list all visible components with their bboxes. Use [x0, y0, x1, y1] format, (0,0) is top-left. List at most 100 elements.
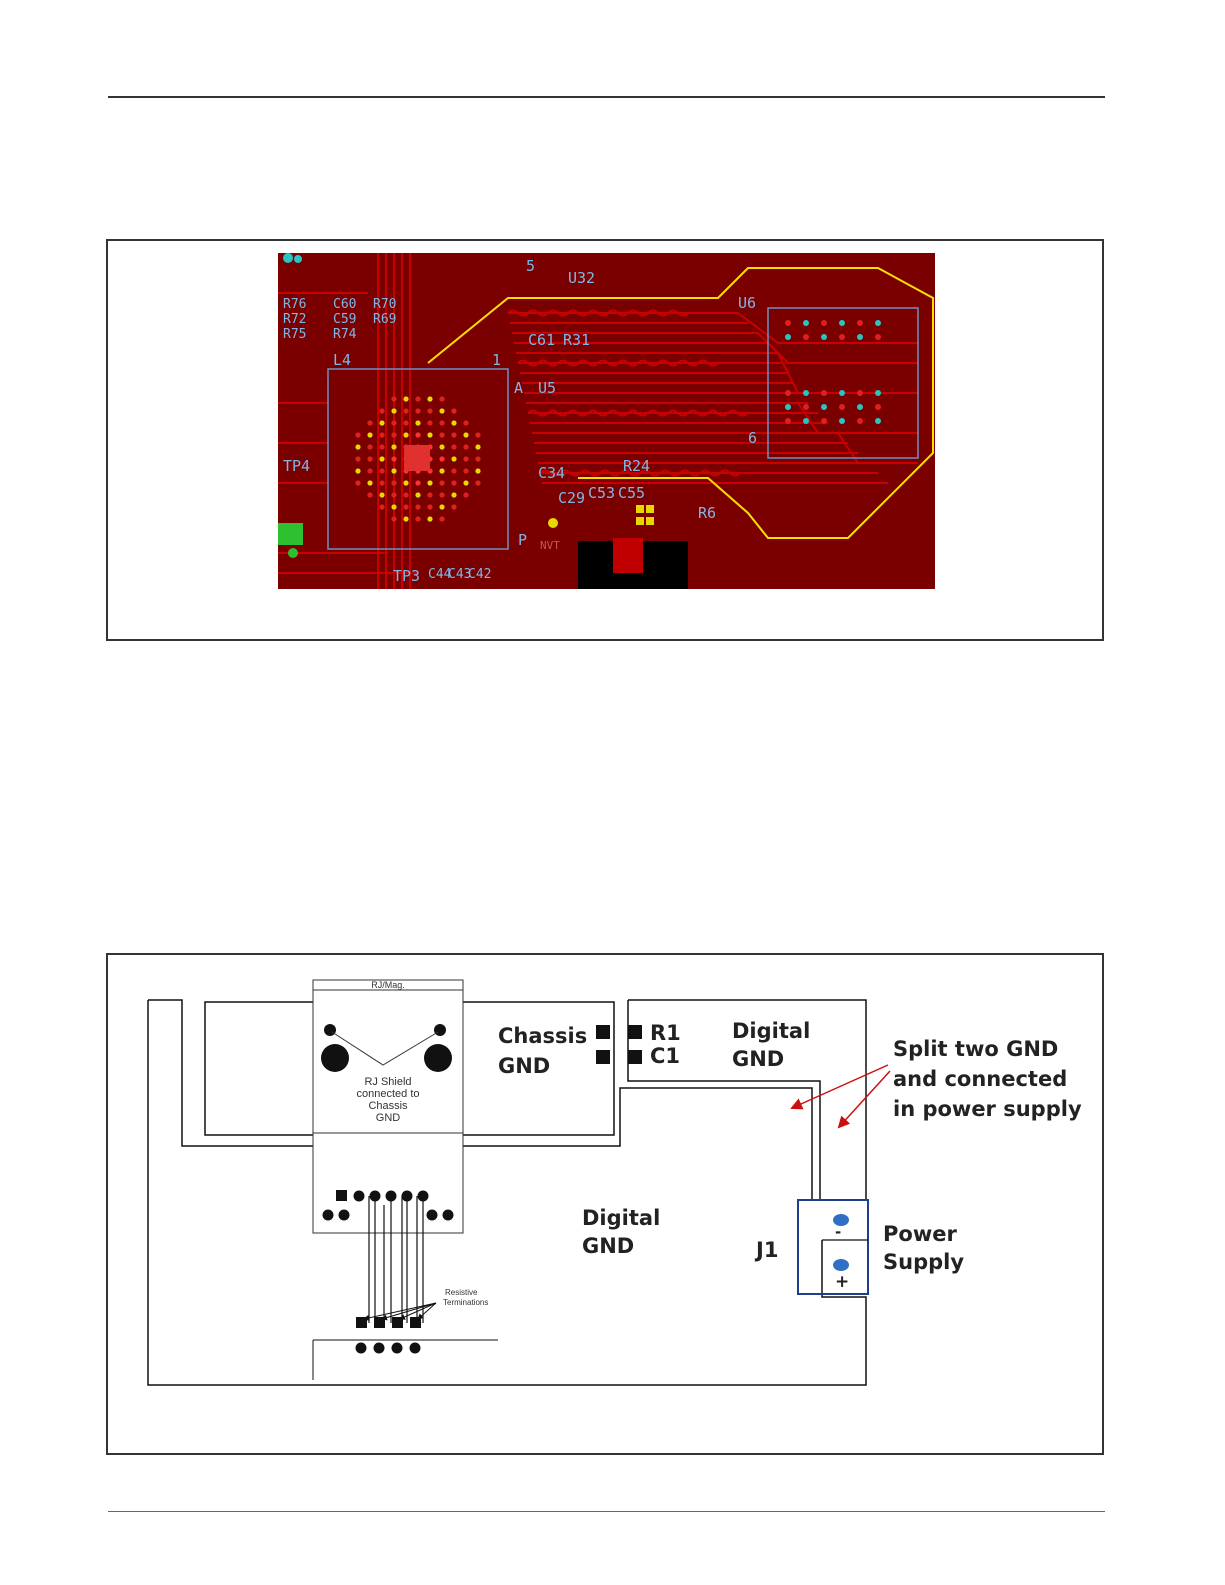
shield-note-line3: Chassis: [368, 1100, 408, 1112]
bga-ball: [391, 432, 396, 437]
c1-pad-right: [628, 1050, 642, 1064]
connector-pin: [785, 390, 791, 396]
connector-pin: [875, 334, 881, 340]
bga-ball: [391, 396, 396, 401]
bga-ball: [391, 420, 396, 425]
bga-ball: [427, 492, 432, 497]
bga-ball: [439, 396, 444, 401]
silk-r75: R75: [283, 327, 306, 342]
chassis-gnd-line2: GND: [498, 1054, 550, 1078]
bga-ball: [463, 468, 468, 473]
bga-ball: [415, 408, 420, 413]
connector-pin: [857, 334, 863, 340]
bga-ball: [415, 396, 420, 401]
callout-line1: Split two GND: [893, 1037, 1058, 1061]
bga-ball: [403, 408, 408, 413]
c1-pad-left: [596, 1050, 610, 1064]
silk-r70: R70: [373, 297, 396, 312]
r1-pad-right: [628, 1025, 642, 1039]
silk-r6: R6: [698, 504, 716, 522]
connector-pin: [803, 320, 809, 326]
silk-c53: C53: [588, 484, 615, 502]
connector-pin: [821, 390, 827, 396]
r1-label: R1: [650, 1021, 681, 1045]
silk-l4: L4: [333, 351, 351, 369]
bga-ball: [391, 444, 396, 449]
callout-line2: and connected: [893, 1067, 1067, 1091]
j1-label: J1: [754, 1238, 778, 1262]
silk-c60: C60: [333, 297, 356, 312]
bga-ball: [427, 396, 432, 401]
bga-ball: [439, 480, 444, 485]
callout-arrow-2: [839, 1071, 890, 1127]
connector-pin: [821, 404, 827, 410]
bga-ball: [451, 408, 456, 413]
digital-gnd-top-line1: Digital: [732, 1019, 810, 1043]
silk-tp4: TP4: [283, 457, 310, 475]
silk-c34: C34: [538, 464, 565, 482]
silk-r31: R31: [563, 331, 590, 349]
bga-ball: [427, 516, 432, 521]
rj-mag-label: RJ/Mag.: [371, 980, 405, 990]
bga-ball: [427, 420, 432, 425]
bga-ball: [379, 480, 384, 485]
silk-nvt: NVT: [540, 539, 560, 552]
silk-u6: U6: [738, 294, 756, 312]
bga-ball: [475, 480, 480, 485]
silk-r24: R24: [623, 457, 650, 475]
callout-arrow-1: [792, 1065, 888, 1108]
silk-r76: R76: [283, 297, 306, 312]
terminations-line2: Terminations: [443, 1298, 488, 1307]
silk-c55: C55: [618, 484, 645, 502]
j1-pin-plus: [833, 1259, 849, 1271]
pcb-layout-image: U32 U6 U5 C61 R31 C34 R24 C55 C53 C29 R6…: [278, 253, 935, 589]
bga-ball: [367, 456, 372, 461]
silk-c29: C29: [558, 489, 585, 507]
bga-ball: [451, 468, 456, 473]
connector-pin: [857, 390, 863, 396]
bga-ball: [451, 444, 456, 449]
bga-ball: [451, 480, 456, 485]
bga-ball: [427, 432, 432, 437]
bga-ball: [355, 432, 360, 437]
bga-ball: [379, 408, 384, 413]
connector-pin: [785, 320, 791, 326]
connector-pin: [803, 418, 809, 424]
r1-pad-left: [596, 1025, 610, 1039]
silk-r69: R69: [373, 312, 396, 327]
silk-p: P: [518, 531, 527, 549]
bga-ball: [463, 456, 468, 461]
shield-note-line1: RJ Shield: [364, 1076, 411, 1088]
bga-ball: [367, 492, 372, 497]
digital-gnd-main-line2: GND: [582, 1234, 634, 1258]
bga-ball: [367, 432, 372, 437]
silk-pin1: 1: [492, 351, 501, 369]
bga-ball: [463, 480, 468, 485]
gnd-diagram-frame: RJ/Mag. RJ Shield connected to Chassis G…: [106, 953, 1104, 1455]
pcb-figure-frame: U32 U6 U5 C61 R31 C34 R24 C55 C53 C29 R6…: [106, 239, 1104, 641]
connector-pin: [803, 390, 809, 396]
bga-ball: [403, 492, 408, 497]
bga-ball: [355, 456, 360, 461]
bga-ball: [475, 444, 480, 449]
bga-ball: [379, 456, 384, 461]
bga-ball: [451, 420, 456, 425]
connector-pin: [785, 334, 791, 340]
connector-pin: [785, 418, 791, 424]
connector-pin: [839, 418, 845, 424]
bga-ball: [379, 432, 384, 437]
c1-label: C1: [650, 1044, 680, 1068]
silk-r74: R74: [333, 327, 357, 342]
bga-ball: [427, 480, 432, 485]
footer-rule: [108, 1511, 1105, 1512]
connector-pin: [875, 320, 881, 326]
bga-ball: [415, 492, 420, 497]
bga-ball: [379, 504, 384, 509]
bga-ball: [439, 468, 444, 473]
silk-pin6: 6: [748, 429, 757, 447]
bga-ball: [367, 468, 372, 473]
connector-pin: [821, 334, 827, 340]
power-supply-line2: Supply: [883, 1250, 964, 1274]
bga-ball: [451, 492, 456, 497]
silk-pin5: 5: [526, 257, 535, 275]
